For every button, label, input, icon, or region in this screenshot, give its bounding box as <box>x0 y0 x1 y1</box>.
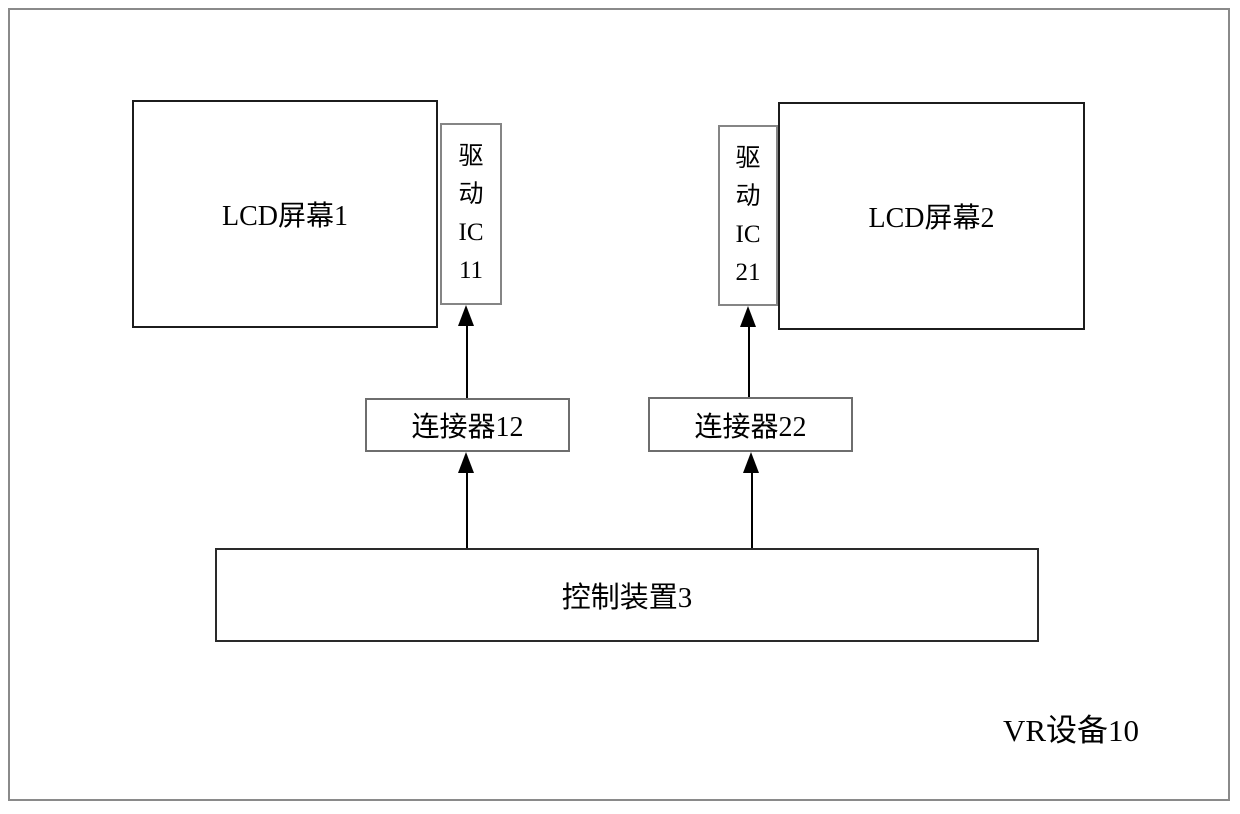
arrow-shaft <box>466 470 468 548</box>
arrow-shaft <box>466 323 468 398</box>
vr-device-label-text: VR设备10 <box>1002 712 1140 748</box>
driver-ic-21-box: 驱 动 IC 21 <box>718 125 778 306</box>
connector-12-box: 连接器12 <box>365 398 570 452</box>
driver-ic-11-line: 驱 <box>458 143 484 170</box>
arrowhead-up-icon <box>458 452 474 473</box>
driver-ic-21-line: IC <box>735 220 761 248</box>
control-device-label: 控制装置3 <box>561 582 693 614</box>
control-device-box: 控制装置3 <box>215 548 1039 642</box>
lcd-screen-1-box: LCD屏幕1 <box>132 100 438 328</box>
driver-ic-21-line: 动 <box>735 182 761 210</box>
arrowhead-up-icon <box>458 305 474 326</box>
connector-22-box: 连接器22 <box>648 397 853 452</box>
connector-12-label: 连接器12 <box>411 412 524 443</box>
lcd-screen-1-label: LCD屏幕1 <box>221 201 348 232</box>
arrow-shaft <box>748 324 750 397</box>
arrow-shaft <box>751 470 753 548</box>
vr-device-label: VR设备10 <box>961 706 1181 748</box>
driver-ic-11-line: 动 <box>458 181 484 208</box>
arrowhead-up-icon <box>740 306 756 327</box>
lcd-screen-2-box: LCD屏幕2 <box>778 102 1085 330</box>
driver-ic-11-line: 11 <box>458 257 484 284</box>
connector-22-label: 连接器22 <box>694 411 807 443</box>
arrowhead-up-icon <box>743 452 759 473</box>
driver-ic-11-box: 驱 动 IC 11 <box>440 123 502 305</box>
lcd-screen-2-label: LCD屏幕2 <box>868 203 995 234</box>
driver-ic-21-line: 驱 <box>735 144 761 172</box>
driver-ic-21-line: 21 <box>735 258 761 286</box>
driver-ic-11-line: IC <box>458 219 484 246</box>
